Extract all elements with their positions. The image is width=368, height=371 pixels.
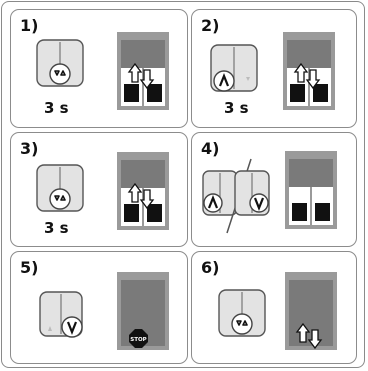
up-button-icon: [209, 43, 269, 103]
up-down-button-icon: [35, 163, 95, 223]
duration-label: 3 s: [224, 99, 249, 117]
step-number: 2): [201, 16, 219, 35]
down-button-icon: [233, 169, 273, 221]
step-panel-4: 4): [191, 132, 357, 247]
step-number: 6): [201, 258, 219, 277]
step-number: 5): [20, 258, 38, 277]
step-number: 1): [20, 16, 38, 35]
step-panel-2: 2) 3 s: [191, 9, 357, 128]
up-down-arrows-icon: [129, 182, 159, 212]
up-down-button-icon: [217, 288, 277, 348]
step-panel-5: 5) STOP: [10, 251, 188, 364]
duration-label: 3 s: [44, 99, 69, 117]
step-panel-3: 3) 3 s: [10, 132, 188, 247]
up-down-arrows-icon: [297, 322, 327, 352]
up-down-arrows-icon: [295, 62, 325, 92]
duration-label: 3 s: [44, 219, 69, 237]
step-panel-1: 1) 3 s: [10, 9, 188, 128]
step-number: 4): [201, 139, 219, 158]
step-number: 3): [20, 139, 38, 158]
window-shutter-icon: [285, 151, 345, 231]
step-panel-6: 6): [191, 251, 357, 364]
stop-sign-icon: STOP: [129, 329, 149, 349]
stop-label: STOP: [130, 337, 146, 343]
up-down-button-icon: [35, 38, 95, 98]
down-button-icon: [38, 290, 98, 350]
up-down-arrows-icon: [129, 62, 159, 92]
